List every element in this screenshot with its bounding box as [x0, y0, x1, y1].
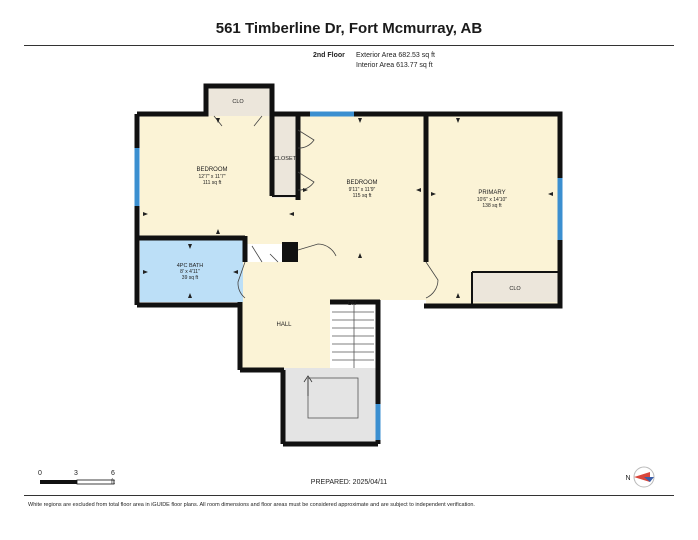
- stair-inner-outline: [307, 377, 359, 419]
- floor-label: 2nd Floor: [313, 52, 345, 59]
- bedroom-1-name: BEDROOM: [196, 167, 227, 173]
- stair-fill: [284, 368, 376, 442]
- thin-walls: [272, 195, 558, 304]
- compass-icon: N: [625, 466, 655, 488]
- primary-closet-fill: [472, 272, 558, 302]
- hall-label: HALL: [276, 322, 292, 328]
- bedroom-2-area: 115 sq ft: [353, 193, 372, 199]
- primary-name: PRIMARY: [478, 190, 505, 196]
- stairs-fill: [330, 302, 376, 368]
- primary-closet-label: CLO: [509, 286, 521, 292]
- disclaimer: White regions are excluded from total fl…: [28, 502, 475, 508]
- scale-unit: ft: [111, 479, 115, 486]
- bottom-divider: [24, 495, 674, 496]
- bath-fill: [140, 240, 243, 302]
- bath-area: 39 sq ft: [182, 275, 199, 281]
- scale-bar: [40, 479, 115, 485]
- stair-dn-label: DN: [348, 301, 356, 307]
- bath-name: 4PC BATH: [177, 263, 204, 269]
- door-swings: [213, 115, 439, 299]
- exterior-area: Exterior Area 682.53 sq ft: [356, 52, 435, 59]
- stair-arrow-head: [303, 375, 313, 383]
- walls: [134, 83, 563, 447]
- bedroom-1-area: 111 sq ft: [203, 180, 222, 186]
- bedroom-2-fill: [298, 116, 426, 262]
- bedroom-2-dims: 9'11" x 11'9": [349, 187, 376, 193]
- page-title: 561 Timberline Dr, Fort Mcmurray, AB: [215, 20, 483, 37]
- bedroom-1-dims: 12'7" x 11'7": [198, 174, 225, 180]
- closet-fill: [272, 116, 298, 198]
- prepared-date: PREPARED: 2025/04/11: [310, 479, 388, 486]
- top-divider: [24, 45, 674, 46]
- dimension-arrows: [143, 118, 553, 298]
- scale-label-6: 6: [111, 470, 115, 477]
- closet-label: CLOSET: [274, 156, 297, 162]
- closet-top-label: CLO: [232, 99, 244, 105]
- svg-text:N: N: [625, 475, 630, 482]
- bedroom-2-name: BEDROOM: [346, 180, 377, 186]
- stair-treads: [332, 304, 374, 368]
- scale-label-3: 3: [74, 470, 78, 477]
- wall-pillar: [282, 242, 298, 262]
- closet-top-fill: [206, 88, 270, 116]
- windows: [134, 111, 563, 440]
- bath-dims: 8' x 4'11": [180, 269, 200, 275]
- scale-label-0: 0: [38, 470, 42, 477]
- primary-area: 138 sq ft: [482, 203, 502, 209]
- primary-dims: 10'6" x 14'10": [477, 197, 507, 203]
- hall-fill: [240, 262, 426, 368]
- interior-area: Interior Area 613.77 sq ft: [356, 62, 433, 69]
